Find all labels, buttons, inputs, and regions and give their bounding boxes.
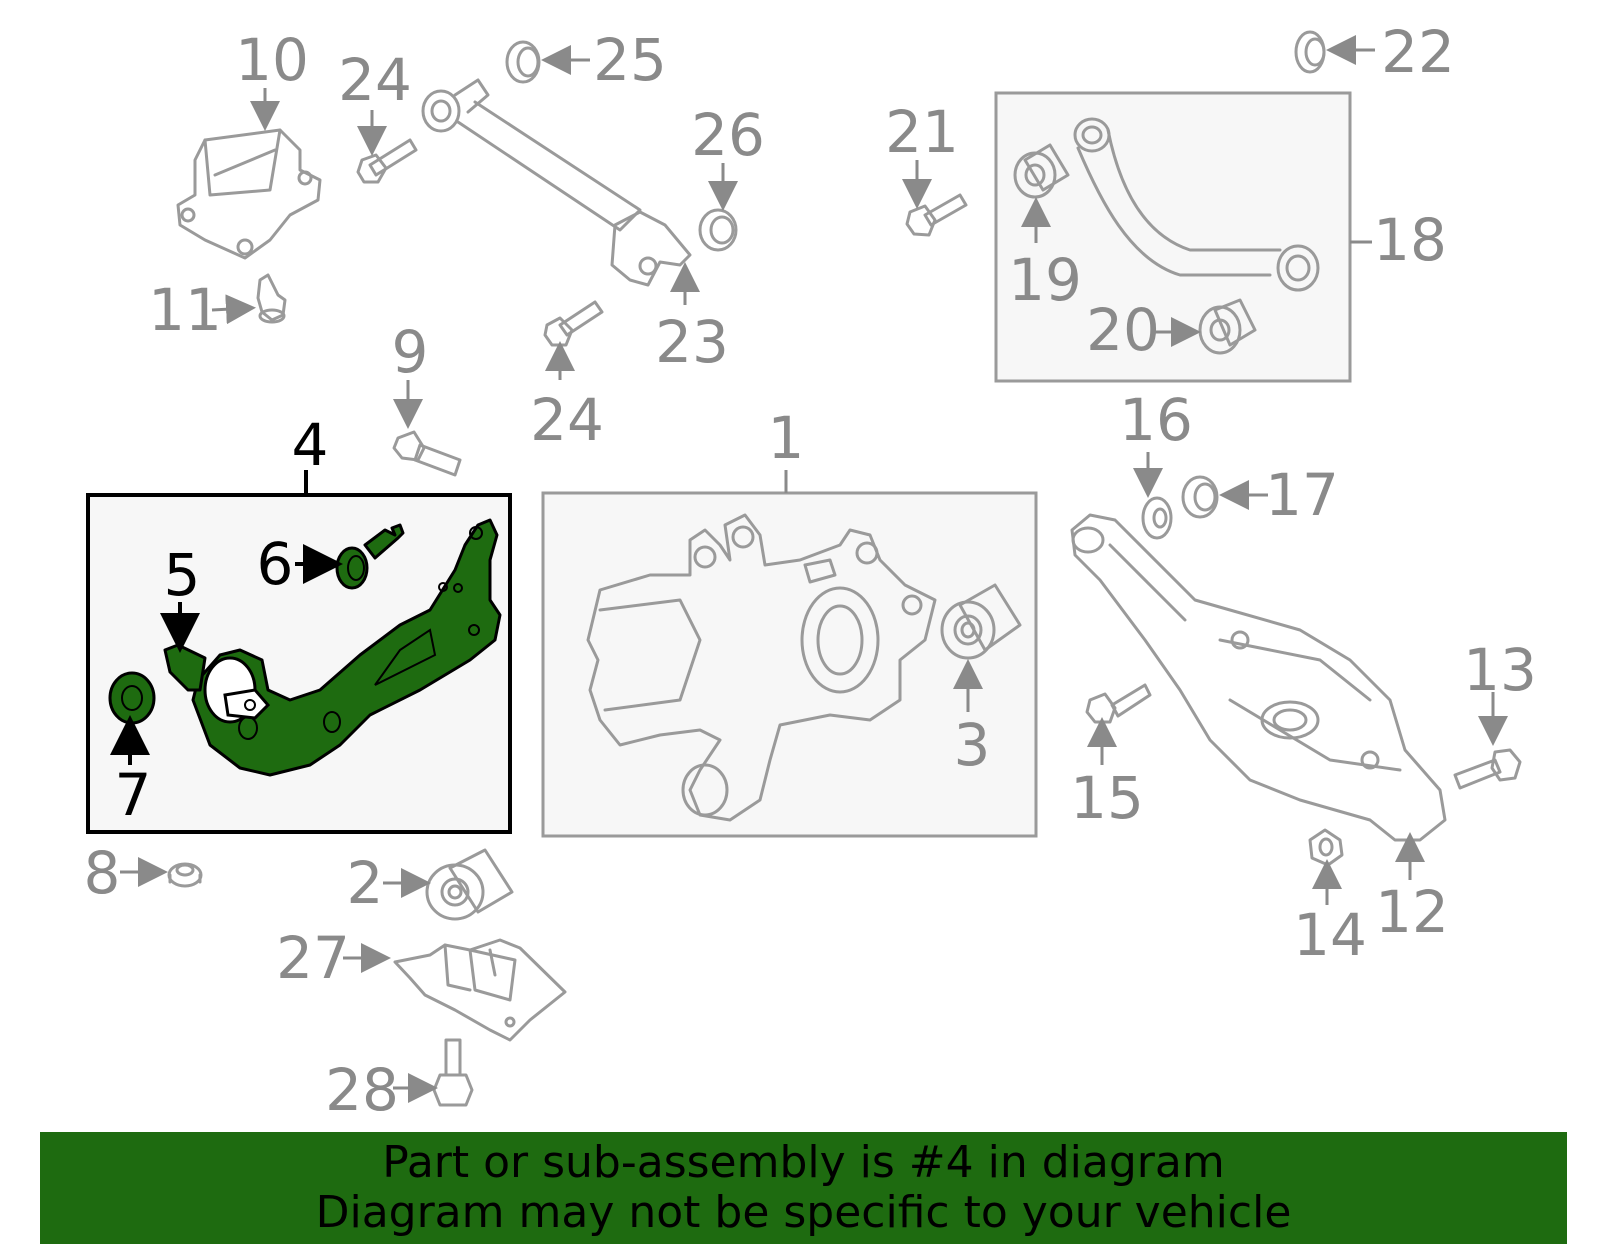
callout-25: 25 [593,26,667,94]
callout-24b: 24 [530,386,604,454]
nut-17 [1181,475,1219,519]
bolt-15 [1085,683,1152,724]
upper-arm-18 [1073,117,1320,292]
callout-7: 7 [115,761,152,829]
callout-11: 11 [148,276,222,344]
bushing-2 [425,848,514,921]
callout-14: 14 [1293,901,1367,969]
nut-14 [1308,828,1344,867]
callout-6: 6 [257,530,294,598]
info-banner: Part or sub-assembly is #4 in diagram Di… [40,1132,1567,1244]
bolt-24a [356,138,418,184]
lower-arm-12 [1070,513,1447,842]
banner-line-2: Diagram may not be specific to your vehi… [315,1187,1292,1238]
callout-10: 10 [235,26,309,94]
nut-22 [1294,30,1326,74]
mount-10 [176,128,322,260]
lateral-link-23 [421,78,692,287]
callout-15: 15 [1070,764,1144,832]
bracket-27 [393,938,567,1042]
callout-17: 17 [1265,461,1339,529]
callout-3: 3 [954,711,991,779]
bushing-7 [108,671,156,725]
callout-16: 16 [1119,386,1193,454]
callout-2: 2 [347,849,384,917]
callout-19: 19 [1008,246,1082,314]
callout-13: 13 [1463,636,1537,704]
callout-27: 27 [276,924,350,992]
callout-23: 23 [655,308,729,376]
bushing-3 [940,583,1022,660]
callout-9: 9 [392,318,429,386]
nut-25 [505,40,541,84]
callout-12: 12 [1375,878,1449,946]
nut-26 [698,208,738,252]
callout-5: 5 [164,541,201,609]
bolt-9 [392,430,462,477]
callout-24a: 24 [338,46,412,114]
callout-28: 28 [325,1056,399,1124]
washer-16 [1141,496,1173,540]
callout-22: 22 [1381,18,1455,86]
bolt-13 [1453,748,1522,790]
bolt-6 [335,523,405,590]
box-part-1 [541,491,1038,838]
box-part-18 [994,91,1352,383]
nut-8 [167,862,203,888]
callout-21: 21 [885,98,959,166]
clip-11 [256,273,287,324]
callout-8: 8 [84,839,121,907]
callout-20: 20 [1086,296,1160,364]
callout-1: 1 [768,404,805,472]
callout-4: 4 [292,411,329,479]
banner-line-1: Part or sub-assembly is #4 in diagram [382,1137,1225,1188]
callout-26: 26 [691,101,765,169]
bolt-24b [543,300,604,347]
bolt-28 [432,1038,474,1107]
callout-18: 18 [1373,206,1447,274]
arrow-11 [211,294,256,325]
knuckle-1 [586,513,937,822]
